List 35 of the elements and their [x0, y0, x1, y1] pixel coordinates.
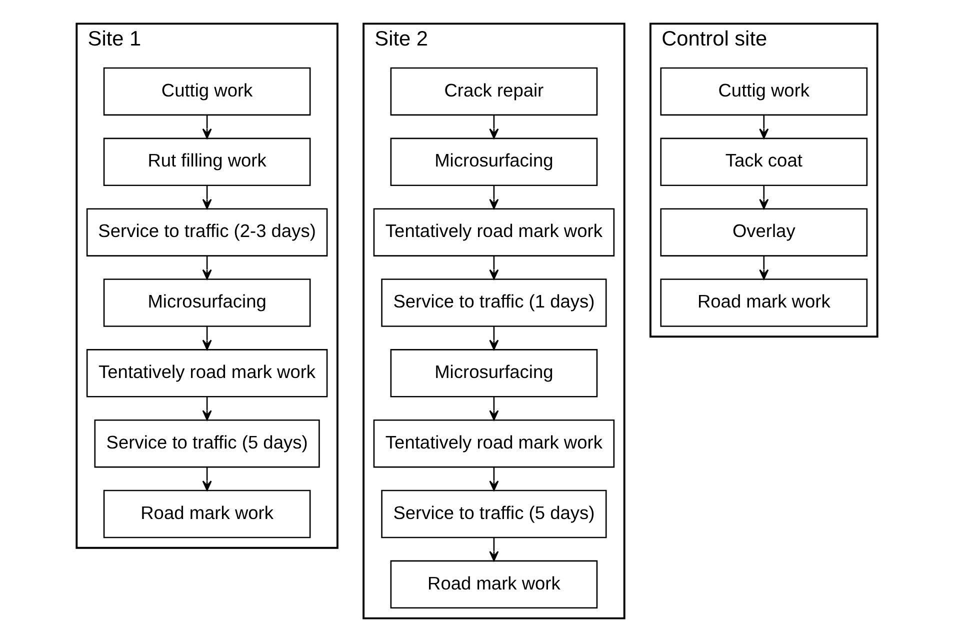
node-box: Tentatively road mark work	[373, 419, 615, 468]
node-box: Microsurfacing	[390, 349, 598, 398]
node-box: Service to traffic (5 days)	[94, 419, 320, 468]
node-box: Microsurfacing	[390, 138, 598, 186]
arrow	[202, 467, 212, 491]
node-box: Tack coat	[660, 138, 868, 186]
node-box: Service to traffic (2-3 days)	[86, 208, 328, 256]
node-box: Road mark work	[390, 560, 598, 609]
node-box: Microsurfacing	[103, 278, 311, 327]
arrow	[489, 256, 499, 280]
arrow	[759, 115, 769, 139]
node-box: Cuttig work	[103, 67, 311, 116]
node-box: Service to traffic (1 days)	[381, 278, 607, 327]
arrow	[202, 326, 212, 350]
node-box: Road mark work	[103, 490, 311, 538]
node-box: Overlay	[660, 208, 868, 256]
arrow	[202, 256, 212, 280]
node-box: Road mark work	[660, 278, 868, 327]
arrow	[489, 185, 499, 210]
arrow	[202, 185, 212, 210]
arrow	[759, 256, 769, 280]
arrow	[759, 185, 769, 210]
arrow	[489, 115, 499, 139]
node-box: Cuttig work	[660, 67, 868, 116]
arrow	[202, 396, 212, 420]
arrow	[489, 326, 499, 350]
arrow	[489, 467, 499, 491]
node-box: Crack repair	[390, 67, 598, 116]
node-box: Rut filling work	[103, 138, 311, 186]
arrow	[202, 115, 212, 139]
node-box: Tentatively road mark work	[373, 208, 615, 256]
node-box: Tentatively road mark work	[86, 349, 328, 398]
node-box: Service to traffic (5 days)	[381, 490, 607, 538]
arrow	[489, 396, 499, 420]
arrow	[489, 538, 499, 562]
